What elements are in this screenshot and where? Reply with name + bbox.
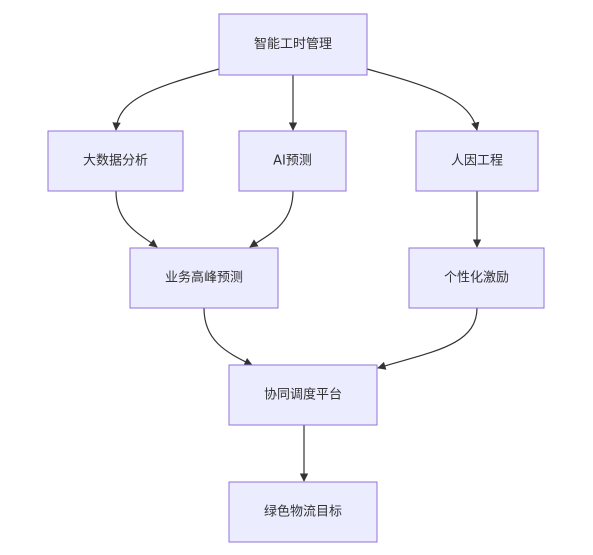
node-ergonomics-label: 人因工程 xyxy=(451,154,503,169)
edges xyxy=(112,68,482,482)
node-platform[interactable]: 协同调度平台 xyxy=(228,364,378,426)
node-incentive[interactable]: 个性化激励 xyxy=(408,247,545,309)
edge-ai-to-peak xyxy=(249,190,294,248)
node-ergonomics[interactable]: 人因工程 xyxy=(415,130,539,192)
node-ai-label: AI预测 xyxy=(273,154,312,169)
edge-incentive-to-platform xyxy=(377,307,478,370)
node-root-label: 智能工时管理 xyxy=(254,37,332,52)
node-root[interactable]: 智能工时管理 xyxy=(218,13,368,76)
node-goal[interactable]: 绿色物流目标 xyxy=(228,481,378,543)
node-goal-label: 绿色物流目标 xyxy=(264,504,342,520)
node-ai[interactable]: AI预测 xyxy=(238,130,347,192)
edge-bigdata-to-peak xyxy=(115,190,158,248)
edge-peak-to-platform xyxy=(203,307,253,366)
node-peak[interactable]: 业务高峰预测 xyxy=(129,247,279,309)
edge-root-to-ergonomics xyxy=(366,68,480,131)
node-peak-label: 业务高峰预测 xyxy=(165,270,243,286)
node-bigdata-label: 大数据分析 xyxy=(83,154,148,169)
node-platform-label: 协同调度平台 xyxy=(264,387,342,403)
edge-root-to-bigdata xyxy=(112,68,220,131)
node-incentive-label: 个性化激励 xyxy=(444,271,509,286)
node-bigdata[interactable]: 大数据分析 xyxy=(47,130,184,192)
